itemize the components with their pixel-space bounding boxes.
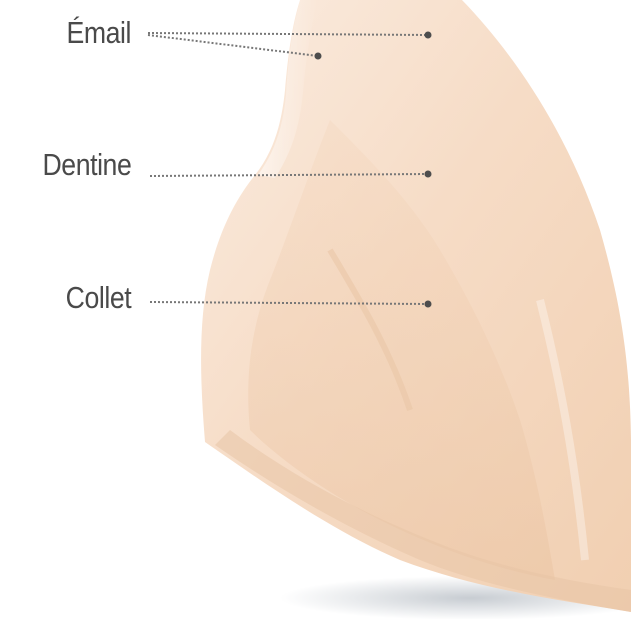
collet-label: Collet — [65, 280, 131, 316]
email-marker-dot-2 — [315, 53, 322, 60]
dentine-label: Dentine — [42, 147, 131, 183]
dentine-marker-dot — [425, 171, 432, 178]
email-marker-dot — [425, 32, 432, 39]
collet-marker-dot — [425, 301, 432, 308]
email-label: Émail — [66, 15, 131, 51]
